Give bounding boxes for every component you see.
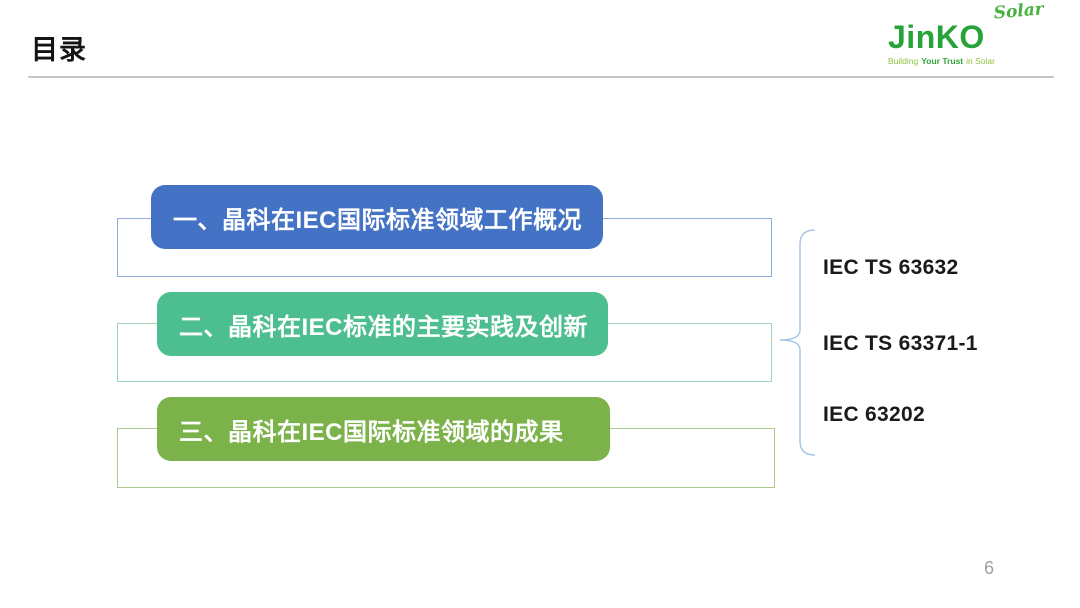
jinko-solar-logo: Solar JinKO Building Your Trust in Solar xyxy=(888,0,1046,66)
toc-item-3-box: 三、晶科在IEC国际标准领域的成果 xyxy=(157,397,610,461)
standard-label-iec-ts-63632: IEC TS 63632 xyxy=(823,256,959,279)
logo-brand-text: JinKO xyxy=(888,19,985,55)
logo-tagline-emphasis: Your Trust xyxy=(921,56,964,66)
logo-tagline-prefix: Building xyxy=(888,56,919,66)
header-divider xyxy=(28,76,1054,78)
toc-item-2-label: 二、晶科在IEC标准的主要实践及创新 xyxy=(179,313,589,341)
toc-item-3-label: 三、晶科在IEC国际标准领域的成果 xyxy=(179,418,564,446)
brace-path xyxy=(779,229,816,456)
grouping-brace xyxy=(779,229,816,456)
logo-tagline: Building Your Trust in Solar xyxy=(888,57,1046,66)
page-number: 6 xyxy=(984,558,995,578)
page-title: 目录 xyxy=(31,35,87,65)
toc-item-1-label: 一、晶科在IEC国际标准领域工作概况 xyxy=(173,206,583,234)
logo-tagline-suffix: in Solar xyxy=(966,56,995,66)
toc-item-2-box: 二、晶科在IEC标准的主要实践及创新 xyxy=(157,292,608,356)
toc-item-1-box: 一、晶科在IEC国际标准领域工作概况 xyxy=(151,185,603,249)
standard-label-iec-ts-63371-1: IEC TS 63371-1 xyxy=(823,332,978,355)
standard-label-iec-63202: IEC 63202 xyxy=(823,403,925,426)
